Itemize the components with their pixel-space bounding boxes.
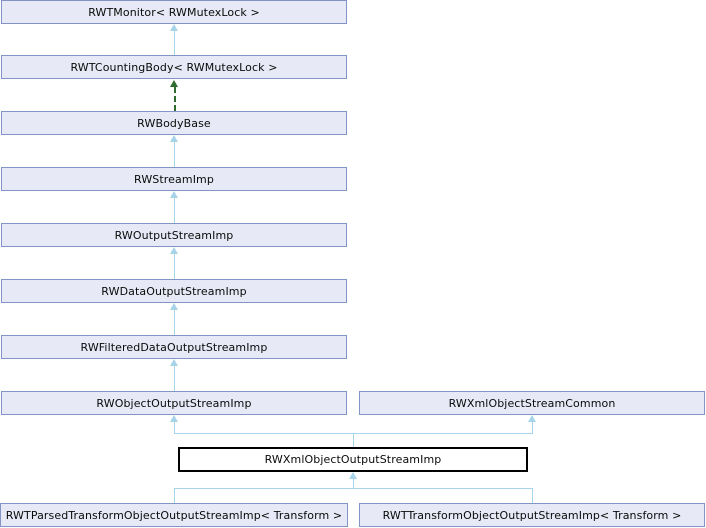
class-node-rwxmlobjectstreamcommon[interactable]: RWXmlObjectStreamCommon [359, 391, 705, 415]
edge-children-bus [174, 488, 533, 489]
edge-children-n9-stem [353, 479, 354, 488]
edge-n1-n0-arrow [170, 24, 178, 31]
class-node-rwoutputstreamimp[interactable]: RWOutputStreamImp [1, 223, 347, 247]
class-node-rwxmlobjectoutputstreamimp[interactable]: RWXmlObjectOutputStreamImp [178, 447, 528, 472]
edge-n9-n7-riser [174, 422, 175, 433]
class-node-rwbodybase[interactable]: RWBodyBase [1, 111, 347, 135]
edge-n2-n1-arrow [170, 80, 178, 87]
edge-n2-n1-line [174, 87, 176, 111]
edge-n4-n3-arrow [170, 191, 178, 198]
edge-n4-n3-line [174, 198, 175, 223]
class-node-rwstreamimp[interactable]: RWStreamImp [1, 167, 347, 191]
edge-n9-parents-stem [353, 433, 354, 447]
edge-n7-n6-arrow [170, 359, 178, 366]
edge-n9-n8-arrow [528, 415, 536, 422]
edge-n9-n8-riser [532, 422, 533, 433]
edge-n10-drop [174, 488, 175, 503]
edge-n9-n7-arrow [170, 415, 178, 422]
edge-n1-n0-line [174, 31, 175, 55]
class-node-rwtcountingbody[interactable]: RWTCountingBody< RWMutexLock > [1, 55, 347, 79]
edge-n3-n2-line [174, 142, 175, 167]
class-node-rwttransformobjectoutputstreamimp[interactable]: RWTTransformObjectOutputStreamImp< Trans… [359, 503, 705, 527]
edge-n7-n6-line [174, 366, 175, 391]
edge-n6-n5-arrow [170, 303, 178, 310]
class-node-rwtmonitor[interactable]: RWTMonitor< RWMutexLock > [1, 0, 347, 24]
edge-children-n9-arrow [349, 472, 357, 479]
class-node-rwtparsedtransformobjectoutputstreamimp[interactable]: RWTParsedTransformObjectOutputStreamImp<… [0, 503, 348, 527]
edge-n11-drop [532, 488, 533, 503]
class-node-rwdataoutputstreamimp[interactable]: RWDataOutputStreamImp [1, 279, 347, 303]
class-node-rwfiltereddataoutputstreamimp[interactable]: RWFilteredDataOutputStreamImp [1, 335, 347, 359]
edge-n5-n4-arrow [170, 247, 178, 254]
edge-n3-n2-arrow [170, 135, 178, 142]
edge-n6-n5-line [174, 310, 175, 335]
class-node-rwobjectoutputstreamimp[interactable]: RWObjectOutputStreamImp [1, 391, 347, 415]
edge-n5-n4-line [174, 254, 175, 279]
